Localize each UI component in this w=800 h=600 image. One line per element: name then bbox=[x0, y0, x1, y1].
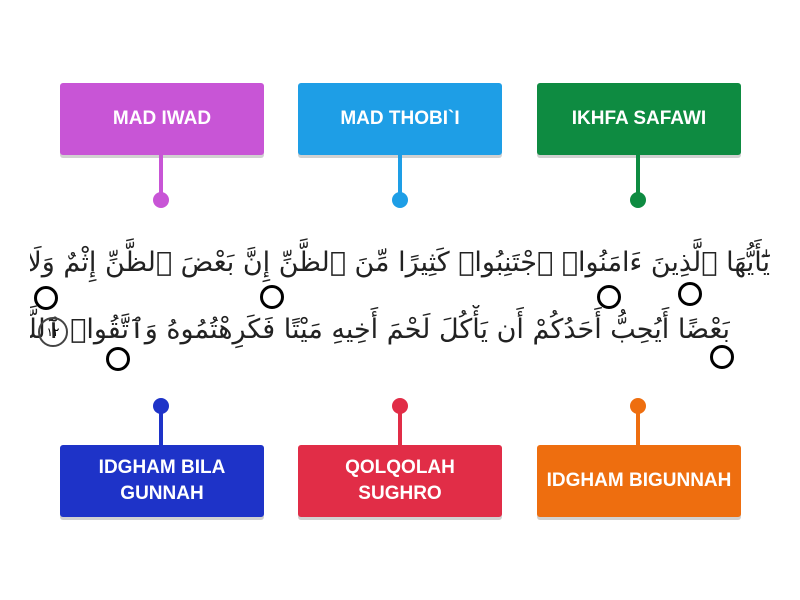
drop-target-4[interactable] bbox=[678, 282, 702, 306]
connector-idgham-bila-gunnah bbox=[153, 398, 169, 445]
anchor-dot bbox=[153, 192, 169, 208]
verse-line-2: بَعْضًا أَيُحِبُّ أَحَدُكُمْ أَن يَأْكُل… bbox=[30, 314, 730, 345]
label-mad-iwad[interactable]: MAD IWAD bbox=[60, 83, 264, 155]
connector-qolqolah-sughro bbox=[392, 398, 408, 445]
label-idgham-bila-gunnah[interactable]: IDGHAM BILA GUNNAH bbox=[60, 445, 264, 517]
anchor-dot bbox=[392, 192, 408, 208]
connector-ikhfa-safawi bbox=[630, 155, 646, 208]
anchor-dot bbox=[392, 398, 408, 414]
anchor-dot bbox=[630, 398, 646, 414]
drop-target-1[interactable] bbox=[34, 286, 58, 310]
label-mad-thobii[interactable]: MAD THOBI`I bbox=[298, 83, 502, 155]
connector-mad-iwad bbox=[153, 155, 169, 208]
label-ikhfa-safawi[interactable]: IKHFA SAFAWI bbox=[537, 83, 741, 155]
drop-target-5[interactable] bbox=[106, 347, 130, 371]
verse-line-1: يَٰٓأَيُّهَا ٱلَّذِينَ ءَامَنُوا۟ ٱجْتَن… bbox=[30, 247, 770, 278]
label-qolqolah-sughro[interactable]: QOLQOLAH SUGHRO bbox=[298, 445, 502, 517]
label-idgham-bigunnah[interactable]: IDGHAM BIGUNNAH bbox=[537, 445, 741, 517]
ayah-number-marker: ١٢ bbox=[38, 317, 68, 347]
drop-target-6[interactable] bbox=[710, 345, 734, 369]
connector-idgham-bigunnah bbox=[630, 398, 646, 445]
ayah-number: ١٢ bbox=[38, 317, 68, 347]
anchor-dot bbox=[630, 192, 646, 208]
anchor-dot bbox=[153, 398, 169, 414]
drop-target-2[interactable] bbox=[260, 285, 284, 309]
drop-target-3[interactable] bbox=[597, 285, 621, 309]
connector-mad-thobii bbox=[392, 155, 408, 208]
